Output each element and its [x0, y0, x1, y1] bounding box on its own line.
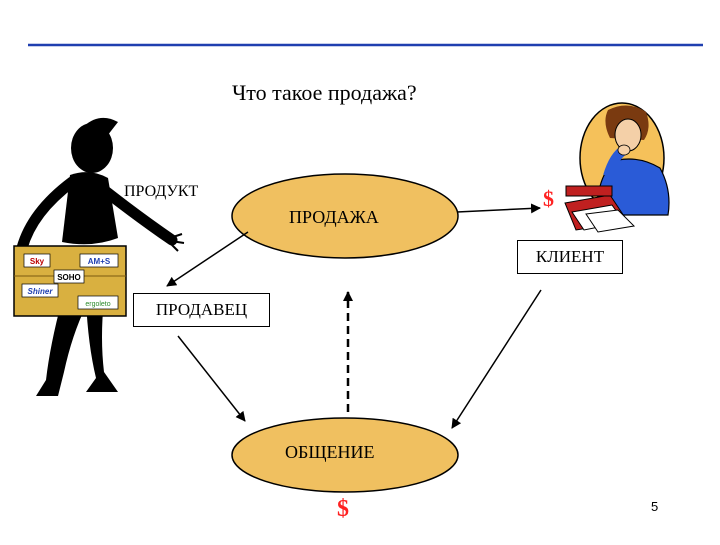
product-label: ПРОДУКТ	[124, 183, 199, 200]
client-box: КЛИЕНТ	[517, 240, 623, 274]
product-box: Sky AM+S SOHO Shiner ergoleto	[13, 245, 127, 317]
seller-figure-icon: Sky AM+S SOHO Shiner ergoleto	[13, 117, 185, 396]
dollar-sign-top: $	[543, 186, 554, 211]
client-figure-icon	[564, 102, 670, 233]
dollar-sign-bottom: $	[337, 496, 349, 522]
client-label: КЛИЕНТ	[535, 247, 605, 266]
page-number: 5	[651, 499, 659, 514]
brand-shiner: Shiner	[28, 287, 54, 296]
sale-ellipse	[231, 173, 459, 259]
arrow-seller-to-communication	[177, 335, 246, 422]
arrow-sale-to-seller	[166, 231, 249, 287]
page-title: Что такое продажа?	[232, 80, 417, 105]
brand-soho: SOHO	[57, 273, 81, 282]
sale-label: ПРОДАЖА	[289, 207, 379, 227]
brand-ergoleto: ergoleto	[85, 301, 110, 308]
communication-ellipse	[231, 417, 459, 493]
arrow-sale-to-client	[456, 203, 541, 214]
seller-box: ПРОДАВЕЦ	[133, 293, 270, 327]
brand-ams: AM+S	[88, 257, 111, 266]
brand-sky: Sky	[30, 257, 45, 266]
arrow-client-to-communication	[451, 289, 542, 429]
communication-label: ОБЩЕНИЕ	[285, 442, 375, 462]
seller-label: ПРОДАВЕЦ	[155, 300, 248, 319]
